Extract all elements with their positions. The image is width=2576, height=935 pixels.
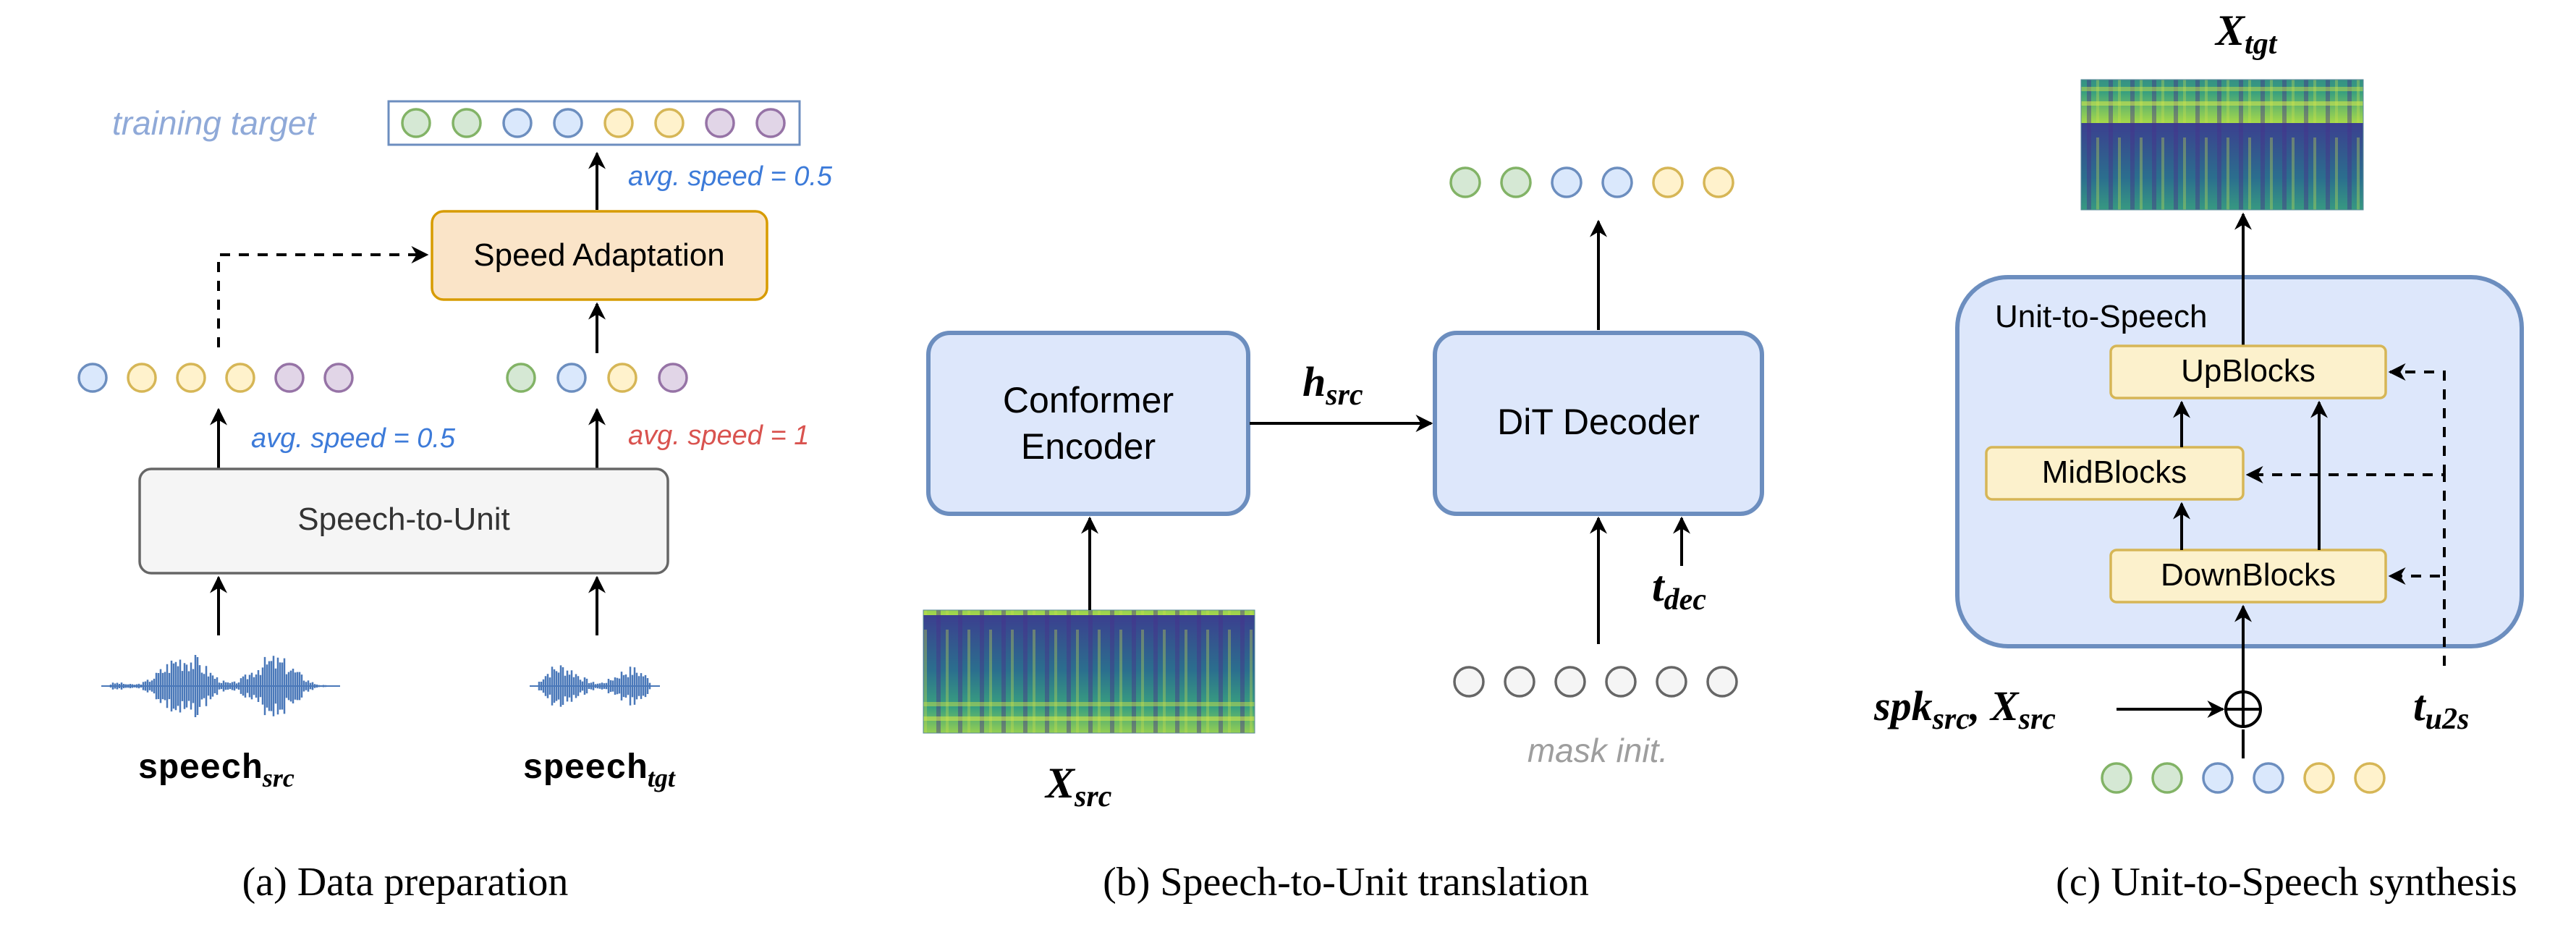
dit-decoder-box [1433, 331, 1764, 516]
unit-token-purple [755, 108, 786, 138]
unit-token-green [1500, 166, 1532, 198]
unit-token-gray [1453, 666, 1485, 698]
downblocks-label: DownBlocks [2161, 557, 2336, 593]
unit-token-gray [1504, 666, 1535, 698]
training-target-units [401, 108, 786, 138]
panel-a: training target avg. speed = 0.5 Speed A… [77, 100, 833, 905]
unit-token-gray [1554, 666, 1586, 698]
caption-c: (c) Unit-to-Speech synthesis [2056, 860, 2517, 905]
u2s-input-units [2101, 762, 2386, 794]
sum-operator-icon [2224, 690, 2262, 728]
dashed-src-to-sa [217, 246, 429, 347]
tgt-units [506, 363, 688, 393]
unit-token-yellow [2354, 762, 2386, 794]
waveform-src [101, 655, 340, 717]
conformer-encoder-box [926, 331, 1250, 516]
dit-decoder-label: DiT Decoder [1497, 402, 1700, 442]
spectrogram-src [923, 609, 1255, 734]
mask-init-label: mask init. [1528, 732, 1668, 769]
unit-token-blue [502, 108, 533, 138]
unit-token-purple [705, 108, 735, 138]
unit-token-blue [1551, 166, 1583, 198]
waveform-tgt [530, 665, 660, 707]
unit-token-yellow [2303, 762, 2335, 794]
unit-token-yellow [603, 108, 634, 138]
mask-init-units [1453, 666, 1738, 698]
unit-token-blue [1601, 166, 1633, 198]
encoder-label-line1: Conformer [1003, 380, 1174, 420]
t-u2s-label: tu2s [2413, 682, 2469, 736]
unit-token-green [2101, 762, 2132, 794]
caption-a: (a) Data preparation [242, 860, 569, 905]
unit-token-blue [553, 108, 583, 138]
unit-token-gray [1605, 666, 1637, 698]
panel-c: Xtgt Unit-to-Speech UpBlocks MidBlocks D… [1873, 7, 2524, 905]
unit-token-blue [77, 363, 108, 393]
unit-token-gray [1706, 666, 1738, 698]
speech-to-unit-label: Speech-to-Unit [297, 502, 509, 537]
unit-token-blue [556, 363, 587, 393]
unit-token-yellow [607, 363, 637, 393]
unit-token-yellow [1652, 166, 1684, 198]
unit-token-green [506, 363, 536, 393]
avg-speed-tgt-label: avg. speed = 1 [628, 420, 809, 451]
downblocks-box [2109, 549, 2387, 604]
training-target-box [387, 100, 801, 146]
avg-speed-src-label: avg. speed = 0.5 [251, 423, 456, 454]
unit-token-purple [323, 363, 354, 393]
unit-token-yellow [225, 363, 255, 393]
unit-token-yellow [127, 363, 157, 393]
x-tgt-label: Xtgt [2214, 7, 2278, 61]
h-src-label: hsrc [1302, 358, 1363, 412]
decoder-output-units [1449, 166, 1734, 198]
speech-to-unit-box [138, 468, 669, 575]
midblocks-box [1985, 446, 2245, 501]
speech-src-label: speechsrc [137, 750, 295, 792]
speech-tgt-label: speechtgt [522, 750, 676, 792]
t-dec-label: tdec [1652, 562, 1706, 617]
unit-token-green [2151, 762, 2183, 794]
unit-token-purple [658, 363, 688, 393]
panel-b: Conformer Encoder DiT Decoder hsrc Xsrc … [923, 166, 1764, 905]
training-target-label: training target [112, 104, 317, 142]
avg-speed-top-label: avg. speed = 0.5 [628, 161, 833, 192]
unit-token-blue [2253, 762, 2284, 794]
unit-token-green [1449, 166, 1481, 198]
speed-adaptation-label: Speed Adaptation [473, 237, 724, 273]
unit-token-blue [2202, 762, 2234, 794]
unit-token-gray [1656, 666, 1687, 698]
x-src-label-b: Xsrc [1044, 759, 1112, 813]
upblocks-box [2109, 344, 2387, 399]
upblocks-label: UpBlocks [2181, 353, 2316, 389]
caption-b: (b) Speech-to-Unit translation [1103, 860, 1589, 905]
unit-token-yellow [654, 108, 685, 138]
src-units [77, 363, 354, 393]
unit-token-green [452, 108, 482, 138]
midblocks-label: MidBlocks [2042, 454, 2187, 490]
unit-token-purple [274, 363, 305, 393]
spk-xsrc-label: spksrc, Xsrc [1873, 682, 2056, 736]
unit-token-green [401, 108, 431, 138]
speed-adaptation-box [431, 210, 768, 301]
unit-token-yellow [1703, 166, 1734, 198]
encoder-label-line2: Encoder [1021, 426, 1156, 467]
unit-to-speech-label: Unit-to-Speech [1995, 299, 2207, 334]
unit-token-yellow [176, 363, 206, 393]
spectrogram-tgt [2080, 79, 2364, 211]
dashed-tu2s-to-up [2388, 363, 2446, 475]
